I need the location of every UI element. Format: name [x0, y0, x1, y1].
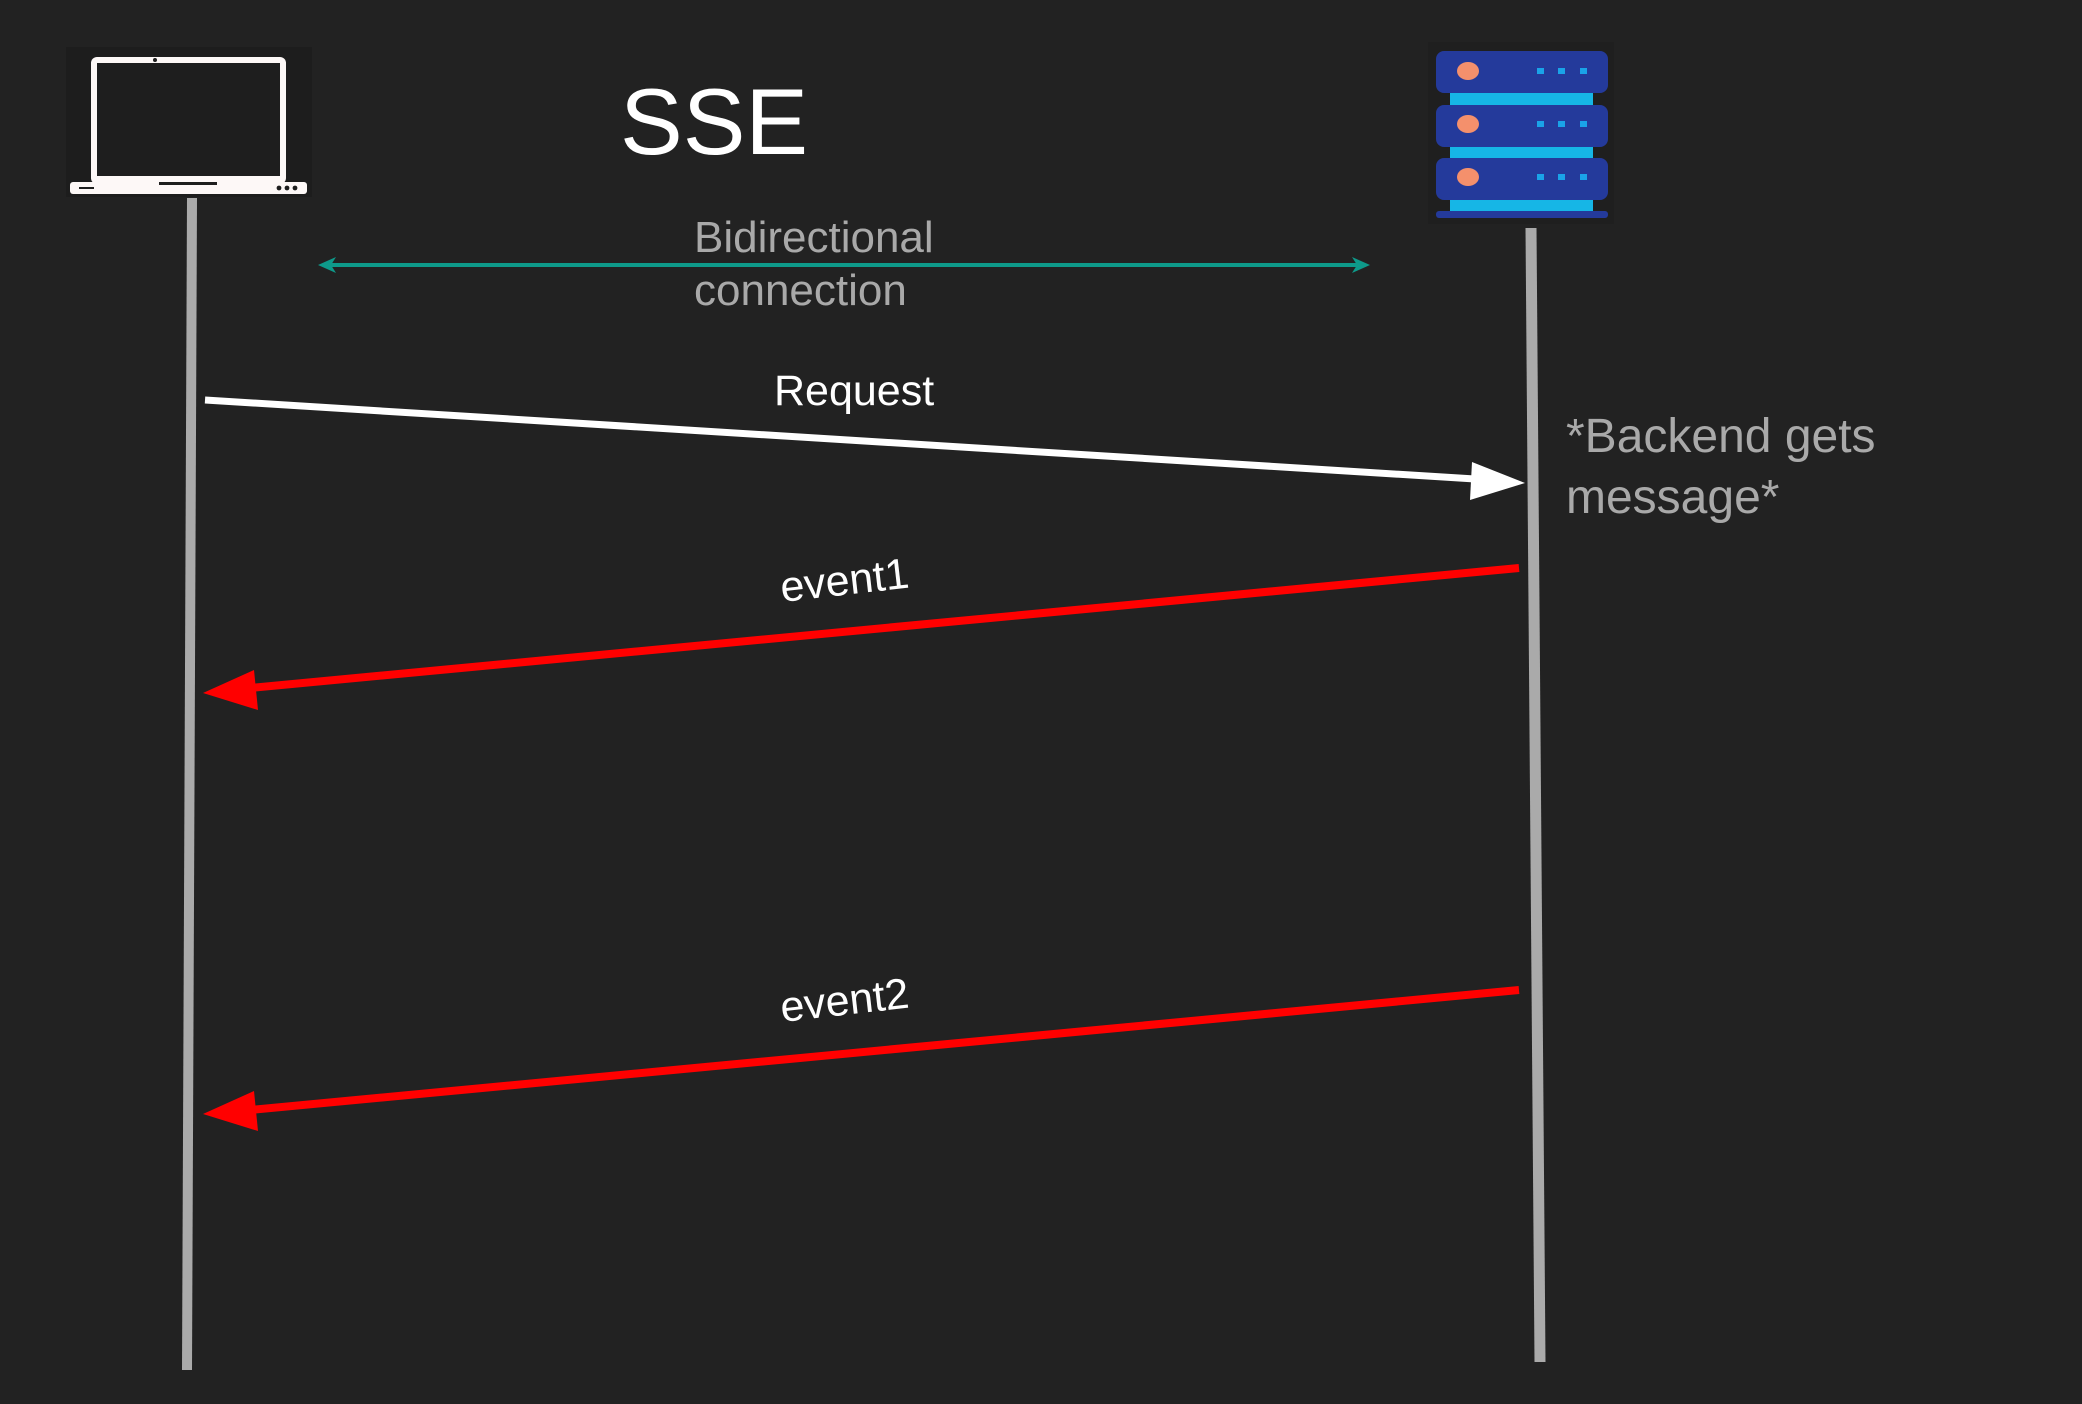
- request-arrow: [204, 396, 1525, 500]
- server-icon: [1428, 42, 1614, 224]
- server-note-line1: *Backend gets: [1566, 410, 1876, 463]
- event1-label: event1: [778, 550, 912, 612]
- laptop-icon: [66, 47, 312, 197]
- event1-arrow: [203, 564, 1520, 710]
- connection-label-line2: connection: [694, 266, 907, 315]
- event2-arrow: [203, 986, 1520, 1131]
- bidirectional-connection-arrow: [318, 257, 1370, 273]
- request-label: Request: [774, 367, 934, 415]
- event2-label: event2: [778, 970, 912, 1032]
- diagram-title: SSE: [620, 69, 808, 174]
- connection-label-line1: Bidirectional: [694, 213, 934, 262]
- server-note-line2: message*: [1566, 471, 1779, 524]
- server-lifeline: [1525, 227, 1546, 1363]
- client-lifeline: [182, 197, 197, 1371]
